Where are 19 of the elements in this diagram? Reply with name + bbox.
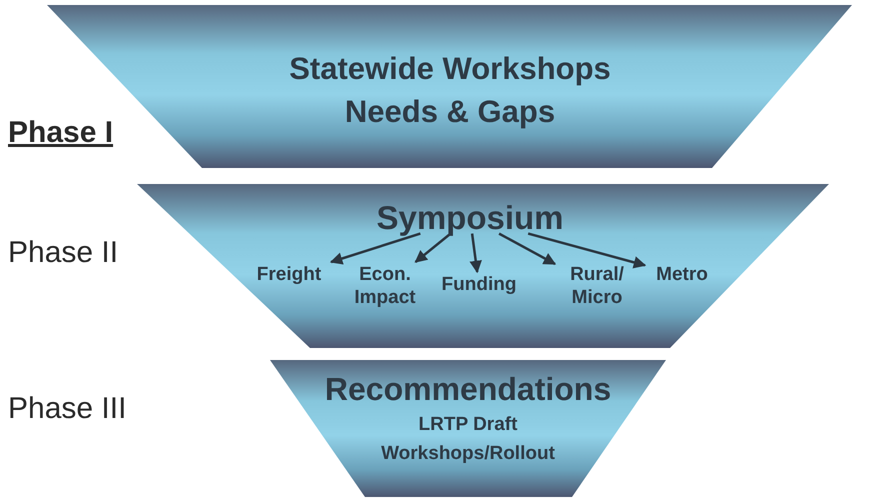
phase-label: Phase II — [8, 236, 118, 270]
arrow — [528, 232, 646, 268]
topic-label: Econ. Impact — [345, 264, 425, 310]
band-heading: Statewide Workshops — [288, 50, 612, 88]
arrow — [330, 232, 421, 265]
band-heading: Recommendations — [324, 370, 612, 408]
arrow — [498, 232, 556, 266]
band-text: LRTP Draft — [418, 414, 518, 437]
arrow — [414, 232, 452, 263]
phase-label: Phase III — [8, 392, 126, 426]
topic-label: Rural/ Micro — [557, 264, 637, 310]
topic-label: Metro — [647, 264, 717, 287]
arrow — [470, 233, 482, 274]
topic-label: Freight — [241, 264, 337, 287]
topic-label: Funding — [435, 274, 523, 297]
band-text: Needs & Gaps — [344, 93, 556, 130]
phase-label: Phase I — [8, 116, 114, 150]
hub-heading: Symposium — [365, 198, 575, 238]
band-text: Workshops/Rollout — [380, 443, 556, 466]
